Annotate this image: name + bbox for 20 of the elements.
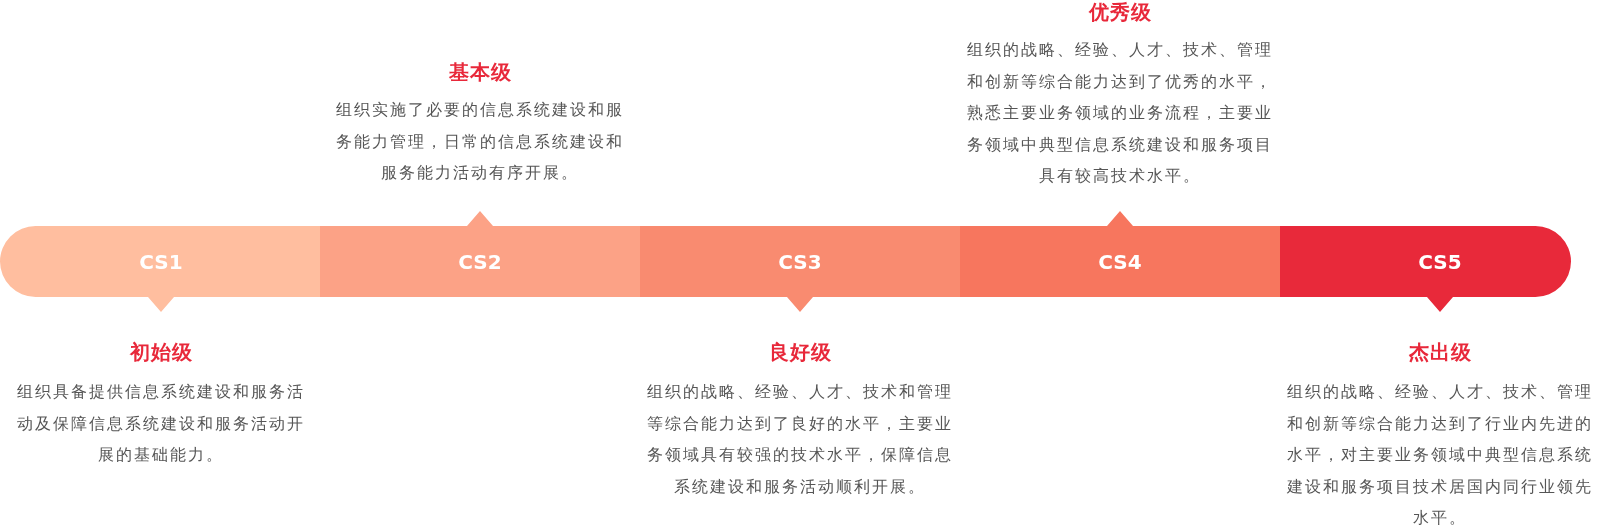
segment-label: CS4 [1098,249,1142,274]
segment-label: CS1 [139,249,183,274]
timeline-segment [320,211,641,297]
level-description: 组织的战略、经验、人才、技术、管理和创新等综合能力达到了优秀的水平，熟悉主要业务领域的业务流程，主要业务领域中典型信息系统建设和服务项目具有较高技术水平。 [966,39,1274,188]
level-description: 组织的战略、经验、人才、技术、管理和创新等综合能力达到了行业内先进的水平，对主要业务领域中典型信息系统建设和服务项目技术居国内同行业领先水平。 [1286,381,1594,525]
level-title: 基本级 [448,60,512,84]
timeline-segment [960,211,1281,297]
level-description: 组织的战略、经验、人才、技术和管理等综合能力达到了良好的水平，主要业务领域具有较强的技术水平，保障信息系统建设和服务活动顺利开展。 [646,381,954,498]
level-title: 初始级 [129,340,193,364]
segment-label: CS5 [1418,249,1462,274]
level-description: 组织具备提供信息系统建设和服务活动及保障信息系统建设和服务活动开展的基础能力。 [16,381,306,467]
segment-label: CS2 [458,249,502,274]
timeline-segment [1280,226,1571,312]
level-title: 良好级 [768,340,832,364]
segment-label: CS3 [778,249,822,274]
timeline-segment [640,226,961,312]
timeline-segment [0,226,321,312]
level-title: 优秀级 [1088,0,1152,24]
level-description: 组织实施了必要的信息系统建设和服务能力管理，日常的信息系统建设和服务能力活动有序开展。 [335,99,625,185]
level-title: 杰出级 [1408,340,1472,364]
